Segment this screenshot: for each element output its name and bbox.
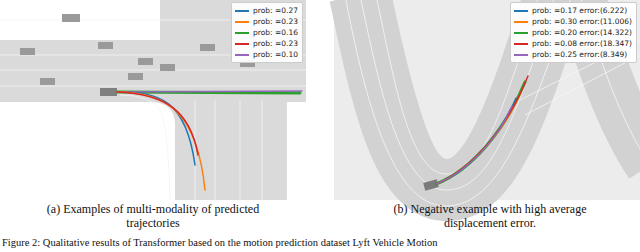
vehicle — [98, 42, 113, 49]
trajectories — [436, 76, 528, 184]
subfigure-caption: (a) Examples of multi-modality of predic… — [30, 202, 276, 230]
lane-lines — [345, 0, 640, 206]
legend-swatch — [514, 32, 528, 34]
figure-caption: Figure 2: Qualitative results of Transfo… — [2, 237, 437, 249]
lane-line — [215, 100, 216, 200]
trajectory — [117, 92, 198, 155]
lane-line — [525, 55, 640, 115]
legend-text: prob: =0.27 — [253, 5, 298, 16]
legend-swatch — [235, 32, 249, 34]
legend-entry: prob: =0.23 — [235, 16, 298, 27]
legend-entry: prob: =0.08 error:(18.347) — [514, 38, 632, 49]
trajectory — [436, 76, 528, 184]
legend-text: prob: =0.08 error:(18.347) — [532, 38, 632, 49]
lane-line — [0, 86, 306, 87]
legend-swatch — [514, 21, 528, 23]
legend-swatch — [514, 54, 528, 56]
legend-entry: prob: =0.25 error:(8.349) — [514, 49, 632, 60]
lane-lines — [0, 20, 306, 200]
trajectories — [117, 91, 302, 190]
legend-swatch — [235, 21, 249, 23]
legend-text: prob: =0.23 — [253, 16, 298, 27]
subfigure-caption: (b) Negative example with high average d… — [362, 202, 618, 230]
trajectory — [436, 106, 512, 184]
vehicle — [138, 58, 153, 65]
trajectory — [117, 92, 205, 190]
legend-text: prob: =0.23 — [253, 38, 298, 49]
trajectory — [117, 91, 302, 92]
map-a — [0, 0, 306, 200]
legend-swatch — [235, 54, 249, 56]
legend-entry: prob: =0.17 error:(6.222) — [514, 5, 632, 16]
map-b — [334, 0, 640, 206]
lane-line — [262, 100, 263, 200]
legend-text: prob: =0.30 error:(11.006) — [532, 16, 632, 27]
lane-line — [195, 100, 196, 200]
legend-entry: prob: =0.27 — [235, 5, 298, 16]
legend-swatch — [235, 10, 249, 12]
legend: prob: =0.27prob: =0.23prob: =0.16prob: =… — [231, 2, 303, 63]
vehicle — [40, 78, 55, 85]
trajectory — [436, 82, 525, 184]
lane-line — [120, 95, 170, 200]
lane-line — [240, 100, 241, 200]
legend-swatch — [514, 10, 528, 12]
legend-entry: prob: =0.20 error:(14.322) — [514, 27, 632, 38]
legend-entry: prob: =0.23 — [235, 38, 298, 49]
legend-text: prob: =0.16 — [253, 27, 298, 38]
map-ground — [0, 0, 306, 200]
trajectory — [117, 92, 195, 165]
vehicle — [128, 73, 143, 80]
trajectory — [436, 90, 522, 184]
ego-vehicle — [100, 88, 117, 96]
legend-text: prob: =0.20 error:(14.322) — [532, 27, 632, 38]
legend-entry: prob: =0.16 — [235, 27, 298, 38]
legend-entry: prob: =0.10 — [235, 49, 298, 60]
vehicle — [160, 64, 175, 71]
vehicles — [20, 14, 255, 85]
vehicle — [20, 48, 35, 55]
legend-text: prob: =0.17 error:(6.222) — [532, 5, 627, 16]
legend-swatch — [514, 43, 528, 45]
trajectory — [436, 98, 516, 184]
legend-entry: prob: =0.30 error:(11.006) — [514, 16, 632, 27]
vehicle — [200, 44, 215, 51]
legend-text: prob: =0.10 — [253, 49, 298, 60]
legend-swatch — [235, 43, 249, 45]
legend-text: prob: =0.25 error:(8.349) — [532, 49, 627, 60]
legend: prob: =0.17 error:(6.222)prob: =0.30 err… — [510, 2, 637, 63]
vehicle — [62, 14, 80, 22]
lane-line — [0, 70, 306, 71]
